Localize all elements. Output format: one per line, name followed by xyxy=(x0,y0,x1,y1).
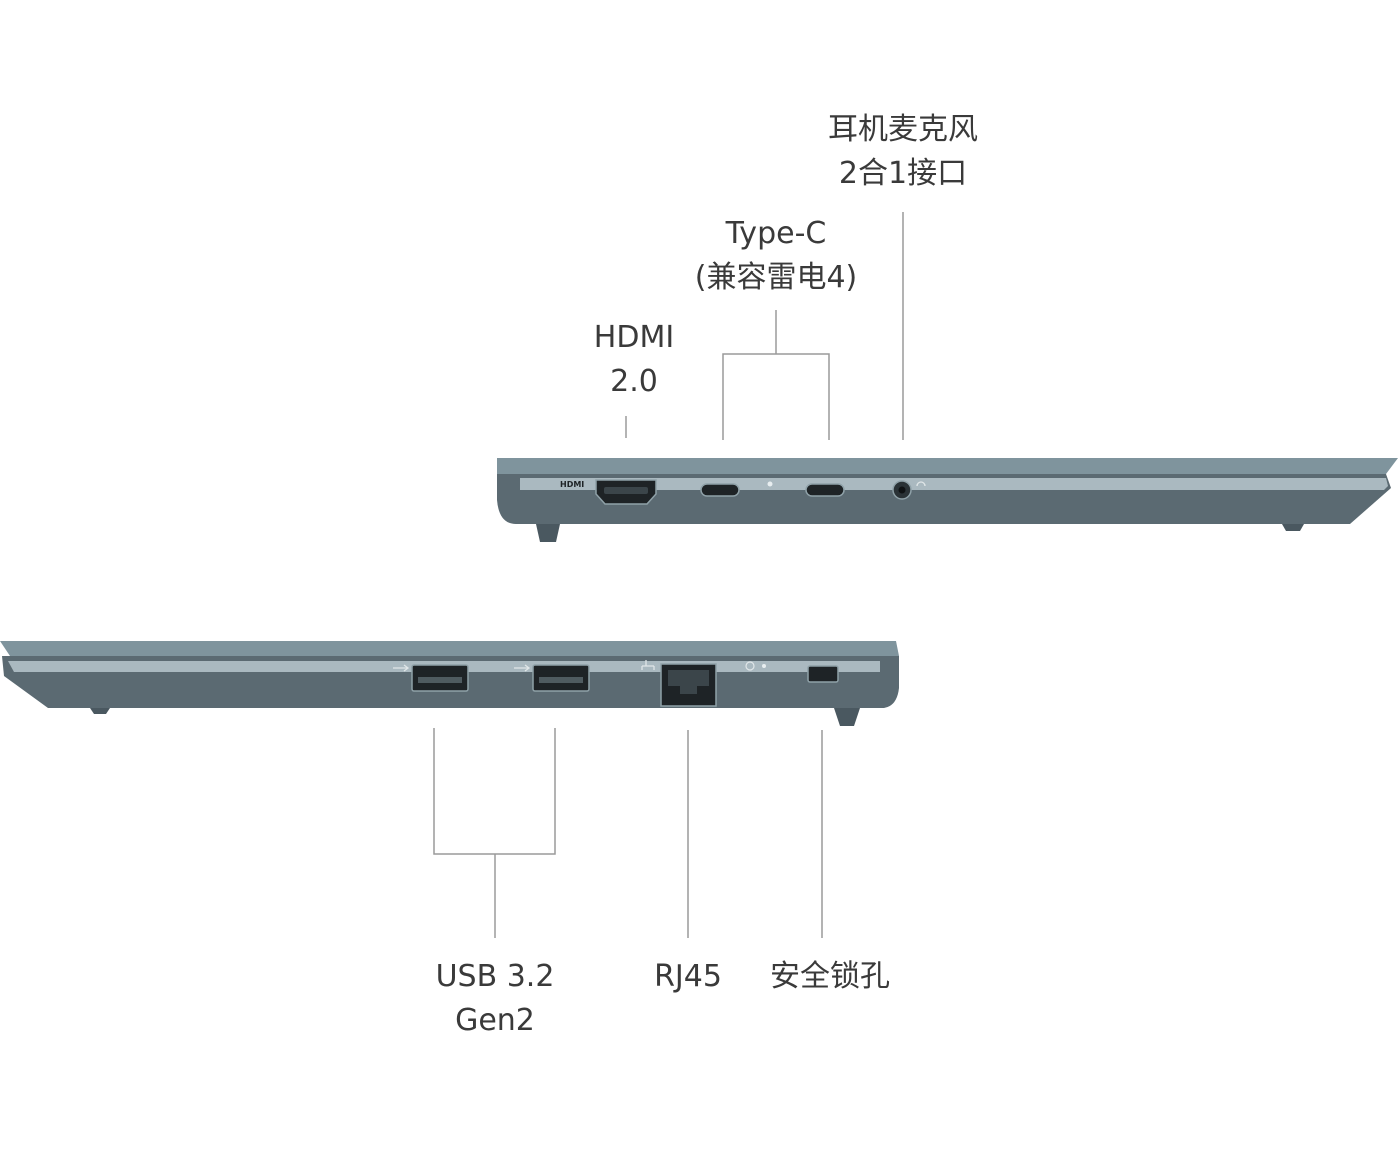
hdmi-label: HDMI 2.0 xyxy=(574,316,694,404)
laptop-right-front-foot xyxy=(536,524,560,542)
rj45-label-line1: RJ45 xyxy=(654,959,722,994)
usb-symbol-1-icon xyxy=(393,664,410,672)
laptop-right-lid xyxy=(497,458,1398,474)
rj45-label: RJ45 xyxy=(628,955,748,999)
usb-leader-line xyxy=(433,728,556,855)
typec-leader-line xyxy=(722,353,830,440)
top-leader-lines xyxy=(625,212,904,440)
power-led-icon xyxy=(762,664,766,668)
typec-label-line2: (兼容雷电4) xyxy=(694,260,858,295)
laptop-left-side xyxy=(0,641,899,726)
typec-port-1-icon xyxy=(700,483,740,497)
audio-jack-label-line1: 耳机麦克风 xyxy=(828,112,978,147)
security-lock-label-line1: 安全锁孔 xyxy=(770,959,890,994)
security-lock-label: 安全锁孔 xyxy=(750,955,910,999)
hdmi-label-line2: 2.0 xyxy=(610,364,658,399)
audio-jack-hole-icon xyxy=(898,486,906,494)
usb-label-line1: USB 3.2 xyxy=(435,959,555,994)
headset-symbol-icon xyxy=(916,481,926,487)
hdmi-port-inner-icon xyxy=(604,487,648,494)
laptop-left-lid xyxy=(0,641,899,656)
status-led-icon xyxy=(767,481,773,487)
typec-label-line1: Type-C xyxy=(725,216,827,251)
laptop-left-front-foot xyxy=(834,708,860,726)
audio-jack-label-line2: 2合1接口 xyxy=(838,156,968,191)
usb-label: USB 3.2 Gen2 xyxy=(405,955,585,1043)
hdmi-label-line1: HDMI xyxy=(593,320,675,355)
laptop-right-rear-foot xyxy=(1282,524,1304,531)
network-symbol-icon xyxy=(641,660,655,670)
security-lock-slot-icon xyxy=(807,665,839,683)
power-symbol-icon xyxy=(745,661,755,671)
bottom-leader-lines xyxy=(433,728,823,938)
laptop-right-side: HDMI xyxy=(497,458,1398,542)
usb-symbol-2-icon xyxy=(514,664,531,672)
usb-port-2-tongue-icon xyxy=(539,677,583,683)
hdmi-port-marking: HDMI xyxy=(560,480,584,489)
typec-port-2-icon xyxy=(805,483,845,497)
laptop-left-rear-foot xyxy=(90,708,110,714)
usb-port-1-tongue-icon xyxy=(418,677,462,683)
audio-jack-label: 耳机麦克风 2合1接口 xyxy=(803,108,1003,196)
typec-label: Type-C (兼容雷电4) xyxy=(676,212,876,300)
usb-label-line2: Gen2 xyxy=(455,1003,535,1038)
rj45-port-inner-icon xyxy=(668,670,709,694)
